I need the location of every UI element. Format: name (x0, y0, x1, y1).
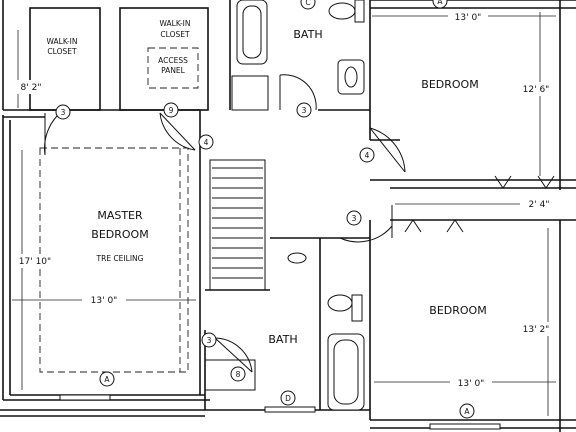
dim-closet-depth: 8' 2" (21, 83, 42, 93)
access-panel-box (147, 47, 199, 89)
dimension-labels: 13' 0" 12' 6" 8' 2" 2' 4" 17' 10" 13' 0"… (10, 10, 558, 389)
tag-window-bottom-bedroom: A (464, 407, 470, 416)
closet-left-label-2: CLOSET (47, 47, 77, 56)
closet-right-label-1: WALK-IN (160, 19, 191, 28)
toilet-top (354, 0, 365, 23)
bedroom-top-label: BEDROOM (421, 78, 478, 91)
bath-bottom-label: BATH (268, 333, 297, 346)
tag-bath-top-door: 3 (302, 106, 307, 115)
dim-top-bedroom-depth: 12' 6" (523, 85, 550, 95)
bedroom-bottom-label: BEDROOM (429, 304, 486, 317)
sink-top (337, 59, 365, 95)
tag-hall-door-right: 4 (365, 151, 370, 160)
dim-bottom-bedroom-depth: 13' 2" (523, 325, 550, 335)
tag-bath-bottom-closet: 8 (236, 370, 241, 379)
tag-window-top-bedroom: A (437, 0, 443, 6)
dim-top-bedroom-width: 13' 0" (455, 13, 482, 23)
dim-bottom-bedroom-width: 13' 0" (458, 379, 485, 389)
door-tags: 3 9 4 3 4 3 3 8 C D A A A (55, 0, 475, 419)
master-ceiling-note: TRE CEILING (96, 254, 144, 263)
dim-master-depth: 17' 10" (19, 257, 51, 267)
closet-left-label-1: WALK-IN (47, 37, 78, 46)
tag-closet-left-door: 3 (61, 108, 66, 117)
tag-master-door: 4 (204, 138, 209, 147)
dim-hall-gap: 2' 4" (529, 200, 550, 210)
closet-right-label-2: CLOSET (160, 30, 190, 39)
dimension-lines (12, 12, 556, 416)
toilet-bottom (351, 294, 363, 322)
hall-niche (287, 252, 307, 264)
staircase (212, 167, 263, 279)
tag-closet-right-door: 9 (169, 106, 174, 115)
tag-window-master: A (104, 375, 110, 384)
tag-bath-bottom-door: 3 (207, 336, 212, 345)
dim-master-width: 13' 0" (91, 296, 118, 306)
tag-bath-bottom-fixture: D (285, 394, 291, 403)
fixtures (147, 0, 365, 411)
master-label-2: BEDROOM (91, 228, 148, 241)
tag-bath-top-fixture: C (305, 0, 310, 7)
access-panel-label-1: ACCESS (158, 56, 188, 65)
windows (59, 394, 501, 430)
master-label-1: MASTER (97, 209, 143, 222)
bathtub-top (236, 0, 268, 65)
access-panel-label-2: PANEL (161, 66, 186, 75)
door-swings (44, 74, 555, 373)
room-labels: WALK-IN CLOSET WALK-IN CLOSET ACCESS PAN… (47, 19, 487, 346)
bathtub-bottom (327, 333, 365, 411)
tag-hall-door-lower: 3 (352, 214, 357, 223)
bath-top-label: BATH (293, 28, 322, 41)
